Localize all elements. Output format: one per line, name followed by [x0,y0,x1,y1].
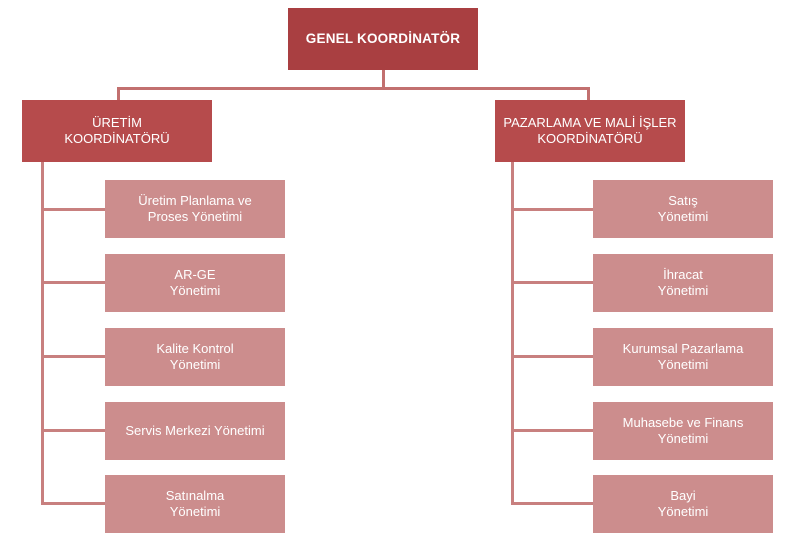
connector-left-arm-4 [41,429,107,432]
node-genel-koordinator[interactable]: GENEL KOORDİNATÖR [288,8,478,70]
node-uretim-koordinatoru-label: ÜRETİM KOORDİNATÖRÜ [64,115,170,146]
connector-root-drop-right [587,87,590,101]
node-muhasebe-finans-yonetimi[interactable]: Muhasebe ve Finans Yönetimi [593,402,773,460]
connector-right-arm-4 [511,429,595,432]
node-satinalma-yonetimi-label: Satınalma Yönetimi [165,488,225,519]
node-uretim-planlama-proses-yonetimi-label: Üretim Planlama ve Proses Yönetimi [138,193,252,224]
node-muhasebe-finans-yonetimi-label: Muhasebe ve Finans Yönetimi [622,415,744,446]
connector-root-bus [117,87,590,90]
connector-root-drop-left [117,87,120,101]
connector-left-arm-5 [41,502,107,505]
connector-left-arm-1 [41,208,107,211]
connector-left-trunk [41,162,44,505]
node-bayi-yonetimi-label: Bayi Yönetimi [657,488,709,519]
node-uretim-koordinatoru[interactable]: ÜRETİM KOORDİNATÖRÜ [22,100,212,162]
connector-left-arm-3 [41,355,107,358]
node-pazarlama-mali-isler-koordinatoru[interactable]: PAZARLAMA VE MALİ İŞLER KOORDİNATÖRÜ [495,100,685,162]
connector-root-stem [382,70,385,89]
connector-left-arm-2 [41,281,107,284]
node-kalite-kontrol-yonetimi-label: Kalite Kontrol Yönetimi [156,341,234,372]
node-genel-koordinator-label: GENEL KOORDİNATÖR [305,30,461,46]
node-satis-yonetimi[interactable]: Satış Yönetimi [593,180,773,238]
node-pazarlama-mali-isler-koordinatoru-label: PAZARLAMA VE MALİ İŞLER KOORDİNATÖRÜ [503,115,677,146]
node-servis-merkezi-yonetimi[interactable]: Servis Merkezi Yönetimi [105,402,285,460]
node-uretim-planlama-proses-yonetimi[interactable]: Üretim Planlama ve Proses Yönetimi [105,180,285,238]
connector-right-arm-2 [511,281,595,284]
connector-right-arm-1 [511,208,595,211]
node-satinalma-yonetimi[interactable]: Satınalma Yönetimi [105,475,285,533]
node-kurumsal-pazarlama-yonetimi-label: Kurumsal Pazarlama Yönetimi [622,341,744,372]
node-ihracat-yonetimi-label: İhracat Yönetimi [657,267,709,298]
node-ar-ge-yonetimi-label: AR-GE Yönetimi [169,267,221,298]
connector-right-trunk [511,162,514,505]
node-bayi-yonetimi[interactable]: Bayi Yönetimi [593,475,773,533]
node-ihracat-yonetimi[interactable]: İhracat Yönetimi [593,254,773,312]
node-kalite-kontrol-yonetimi[interactable]: Kalite Kontrol Yönetimi [105,328,285,386]
node-kurumsal-pazarlama-yonetimi[interactable]: Kurumsal Pazarlama Yönetimi [593,328,773,386]
connector-right-arm-5 [511,502,595,505]
node-satis-yonetimi-label: Satış Yönetimi [657,193,709,224]
node-servis-merkezi-yonetimi-label: Servis Merkezi Yönetimi [125,423,265,439]
node-ar-ge-yonetimi[interactable]: AR-GE Yönetimi [105,254,285,312]
connector-right-arm-3 [511,355,595,358]
